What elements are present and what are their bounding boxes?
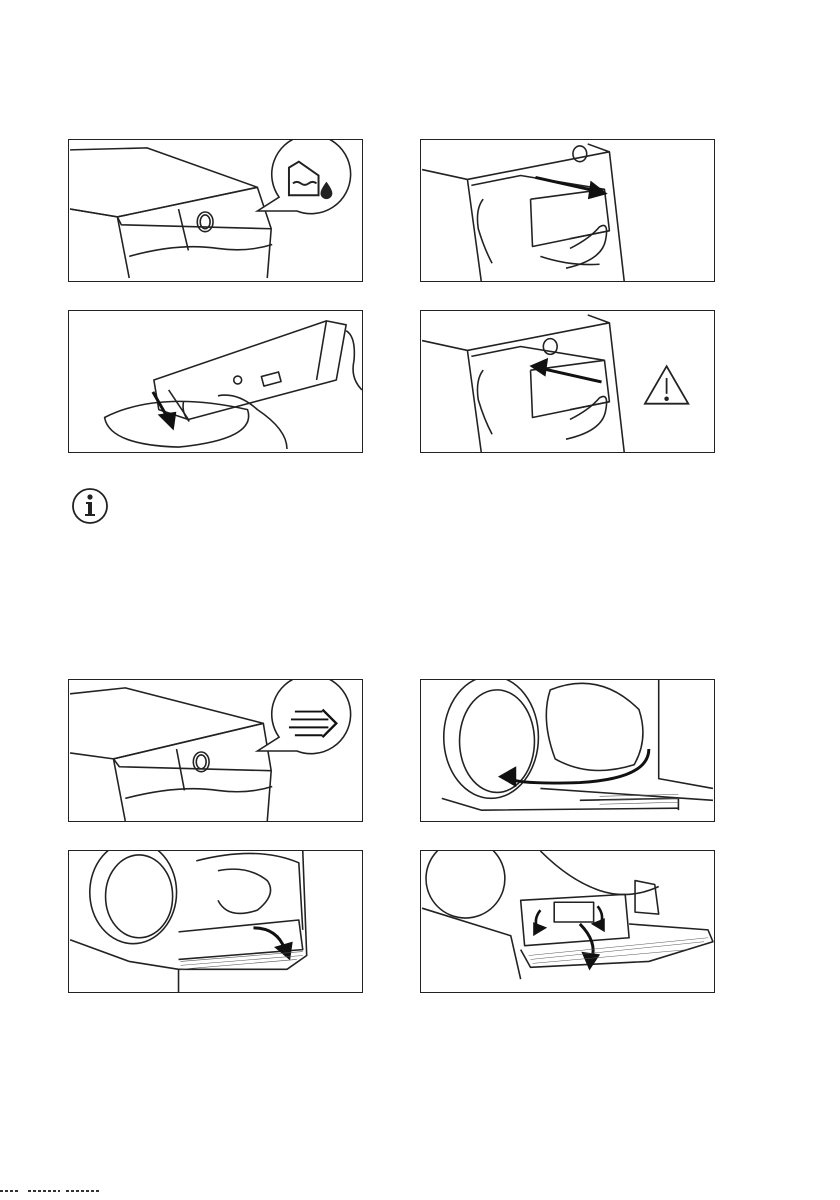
pull-container-illustration: [421, 140, 714, 281]
warning-triangle-icon: [645, 366, 688, 403]
remove-panel-illustration: [69, 851, 362, 992]
callout-bubble: [257, 680, 350, 754]
curved-arrow-icon: [580, 924, 598, 967]
figure-remove-filter: [420, 850, 715, 993]
figure-empty-container: [68, 310, 363, 453]
empty-container-illustration: [69, 311, 362, 452]
insert-container-illustration: [421, 311, 714, 452]
page-edge-mark: [0, 1182, 110, 1192]
down-arrow-icon: [153, 392, 175, 427]
arrow-left-icon: [532, 360, 601, 382]
open-door-illustration: [421, 680, 714, 821]
callout-bubble: [257, 140, 350, 214]
figure-dryer-filter-callout: [68, 679, 363, 822]
figure-open-door: [420, 679, 715, 822]
figure-dryer-water-container: [68, 139, 363, 282]
remove-filter-illustration: [421, 851, 714, 992]
figure-remove-panel: [68, 850, 363, 993]
figure-insert-container: [420, 310, 715, 453]
dryer-filter-illustration: [69, 680, 362, 821]
figure-pull-container: [420, 139, 715, 282]
dryer-water-container-illustration: [69, 140, 362, 281]
info-icon: [70, 486, 110, 526]
